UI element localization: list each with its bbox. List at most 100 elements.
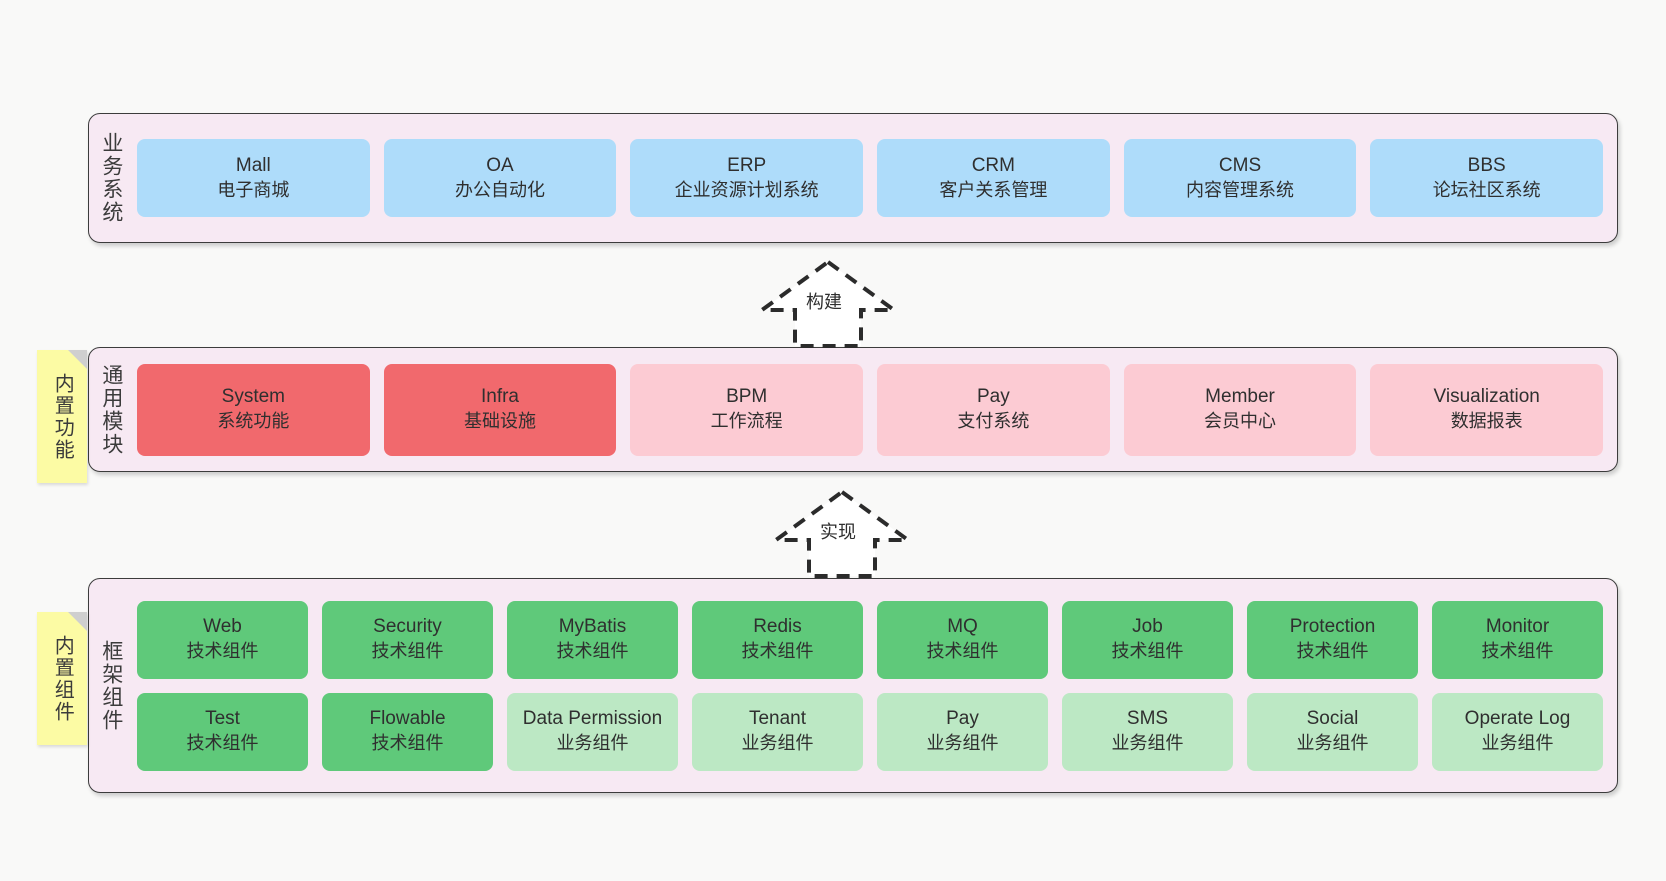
card-subtitle: 电子商城 — [217, 179, 290, 200]
card-title: Pay — [946, 708, 979, 730]
card-title: Mall — [235, 154, 271, 176]
card-tech-mq[interactable]: MQ 技术组件 — [877, 600, 1048, 679]
sticky-fold-icon — [68, 612, 87, 631]
card-module-pay[interactable]: Pay 支付系统 — [877, 363, 1110, 456]
card-title: Operate Log — [1464, 708, 1571, 730]
card-subtitle: 技术组件 — [1481, 641, 1554, 662]
card-title: BPM — [726, 386, 768, 408]
card-title: Infra — [480, 386, 520, 408]
card-tech-mybatis[interactable]: MyBatis 技术组件 — [507, 600, 678, 679]
card-subtitle: 技术组件 — [186, 641, 259, 662]
card-module-infra[interactable]: Infra 基础设施 — [383, 363, 617, 456]
card-tech-security[interactable]: Security 技术组件 — [322, 600, 493, 679]
card-title: Job — [1132, 616, 1163, 638]
card-subtitle: 技术组件 — [1296, 641, 1369, 662]
card-subtitle: 技术组件 — [371, 733, 444, 754]
sticky-note-builtin-components-label: 内置组件 — [51, 634, 74, 723]
card-subtitle: 系统功能 — [217, 411, 290, 432]
layer-label-business: 业务系统 — [99, 132, 123, 224]
card-title: Monitor — [1485, 616, 1550, 638]
card-subtitle: 业务组件 — [1111, 733, 1184, 754]
module-card-row: System 系统功能 Infra 基础设施 BPM 工作流程 Pay 支付系统 Member 会… — [137, 363, 1604, 456]
card-subtitle: 客户关系管理 — [939, 179, 1048, 200]
implement-arrow-icon — [769, 489, 915, 578]
card-business-erp[interactable]: ERP 企业资源计划系统 — [630, 139, 864, 217]
card-title: Web — [203, 616, 242, 638]
card-title: Security — [373, 616, 442, 638]
card-subtitle: 技术组件 — [926, 641, 999, 662]
card-title: Flowable — [369, 708, 446, 730]
build-arrow-icon — [755, 259, 901, 348]
card-tech-job[interactable]: Job 技术组件 — [1062, 600, 1233, 679]
connector-build-label: 构建 — [806, 292, 842, 312]
card-title: MyBatis — [558, 616, 627, 638]
card-business-bbs[interactable]: BBS 论坛社区系统 — [1370, 139, 1604, 217]
card-subtitle: 业务组件 — [741, 733, 814, 754]
card-title: Member — [1205, 386, 1275, 408]
card-subtitle: 企业资源计划系统 — [674, 179, 819, 200]
card-tech-web[interactable]: Web 技术组件 — [137, 600, 308, 679]
card-subtitle: 工作流程 — [710, 411, 783, 432]
card-subtitle: 论坛社区系统 — [1432, 179, 1541, 200]
card-component-data-permission[interactable]: Data Permission 业务组件 — [507, 692, 678, 771]
card-tech-monitor[interactable]: Monitor 技术组件 — [1432, 600, 1603, 679]
card-title: ERP — [727, 154, 767, 176]
card-module-system[interactable]: System 系统功能 — [137, 363, 370, 456]
card-subtitle: 会员中心 — [1204, 411, 1277, 432]
card-title: Pay — [976, 386, 1010, 408]
card-subtitle: 技术组件 — [371, 641, 444, 662]
card-component-social[interactable]: Social 业务组件 — [1247, 692, 1418, 771]
card-subtitle: 数据报表 — [1450, 411, 1523, 432]
connector-implement-label: 实现 — [820, 522, 856, 542]
card-component-flowable[interactable]: Flowable 技术组件 — [322, 692, 493, 771]
card-subtitle: 内容管理系统 — [1186, 179, 1295, 200]
layer-modules-cards: System 系统功能 Infra 基础设施 BPM 工作流程 Pay 支付系统 Member 会… — [133, 348, 1617, 471]
card-component-tenant[interactable]: Tenant 业务组件 — [692, 692, 863, 771]
card-title: Social — [1306, 708, 1359, 730]
sticky-note-builtin-components: 内置组件 — [37, 612, 87, 745]
connector-implement: 实现 — [769, 488, 915, 580]
card-title: BBS — [1467, 154, 1506, 176]
card-title: System — [221, 386, 286, 408]
card-subtitle: 业务组件 — [926, 733, 999, 754]
card-subtitle: 技术组件 — [741, 641, 814, 662]
card-module-bpm[interactable]: BPM 工作流程 — [630, 363, 864, 456]
card-subtitle: 技术组件 — [556, 641, 629, 662]
card-subtitle: 支付系统 — [957, 411, 1030, 432]
card-module-visualization[interactable]: Visualization 数据报表 — [1370, 363, 1604, 456]
card-subtitle: 基础设施 — [464, 411, 536, 432]
card-title: CRM — [971, 154, 1015, 176]
card-title: Tenant — [748, 708, 807, 730]
card-module-member[interactable]: Member 会员中心 — [1123, 363, 1357, 456]
layer-general-modules: 通用模块 System 系统功能 Infra 基础设施 BPM 工作流程 Pay 支付系统 Me… — [88, 347, 1618, 472]
card-subtitle: 业务组件 — [556, 733, 629, 754]
card-business-mall[interactable]: Mall 电子商城 — [137, 139, 370, 217]
card-title: Visualization — [1433, 386, 1540, 408]
card-subtitle: 业务组件 — [1296, 733, 1369, 754]
card-component-pay[interactable]: Pay 业务组件 — [877, 692, 1048, 771]
card-subtitle: 办公自动化 — [455, 179, 545, 200]
card-business-crm[interactable]: CRM 客户关系管理 — [877, 139, 1110, 217]
card-title: Test — [205, 708, 240, 730]
card-tech-redis[interactable]: Redis 技术组件 — [692, 600, 863, 679]
card-title: Data Permission — [522, 708, 663, 730]
sticky-note-builtin-features: 内置功能 — [37, 350, 87, 483]
layer-label-modules: 通用模块 — [99, 363, 123, 456]
card-title: Redis — [753, 616, 802, 638]
card-subtitle: 技术组件 — [1111, 641, 1184, 662]
card-title: MQ — [947, 616, 978, 638]
